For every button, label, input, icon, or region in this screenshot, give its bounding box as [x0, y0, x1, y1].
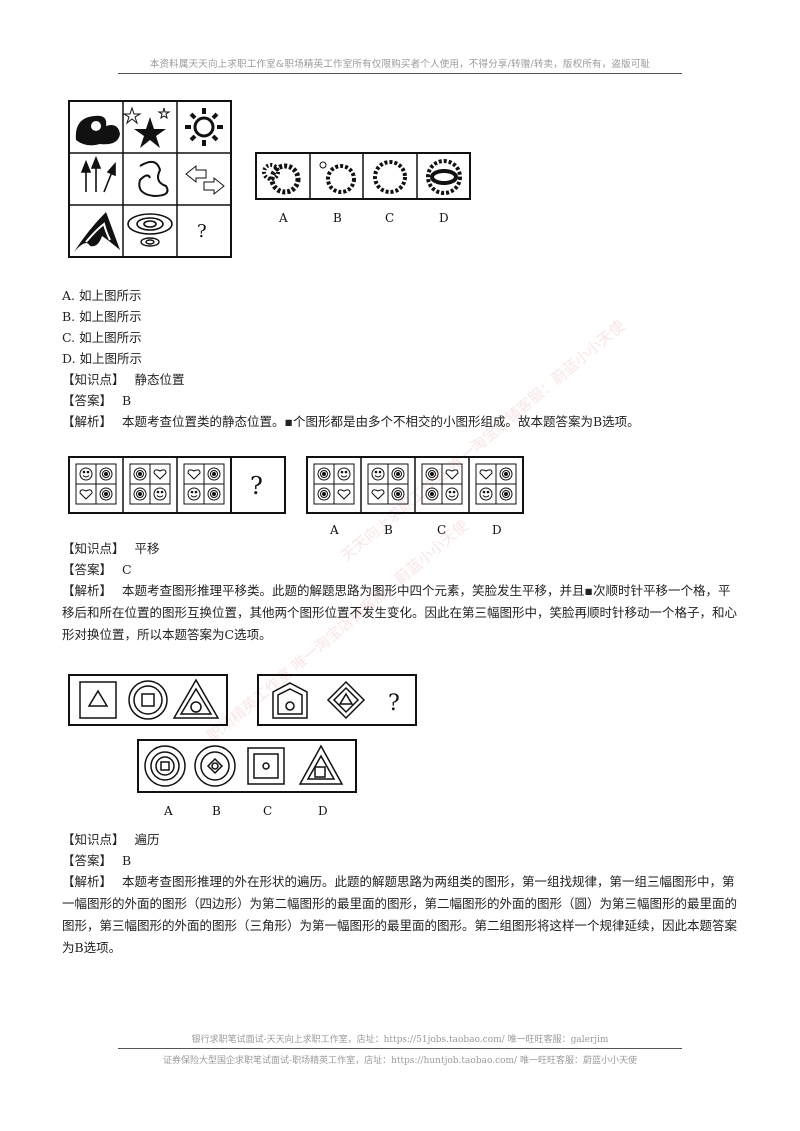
analysis-label: 【解析】 — [62, 874, 113, 889]
q2-question-mark: ? — [250, 472, 263, 500]
q1-question-mark: ? — [197, 221, 207, 242]
q3-letter-b: B — [212, 804, 221, 818]
q3-question-mark: ? — [388, 691, 400, 716]
q1-option-b: B. 如上图所示 — [62, 309, 142, 324]
answer-value: B — [122, 393, 132, 408]
answer-value: C — [122, 562, 132, 577]
kp-value: 遍历 — [134, 832, 160, 847]
q2-answer: 【答案】 C — [62, 559, 132, 580]
q1-letter-b: B — [333, 211, 342, 225]
answer-label: 【答案】 — [62, 393, 113, 408]
q2-letter-d: D — [492, 523, 502, 537]
q1-letter-c: C — [385, 211, 394, 225]
q1-knowledge-point: 【知识点】静态位置 — [62, 369, 185, 390]
q3-answer: 【答案】 B — [62, 850, 131, 871]
q3-letter-c: C — [263, 804, 272, 818]
kp-value: 静态位置 — [134, 372, 185, 387]
q2-analysis: 【解析】本题考查图形推理平移类。此题的解题思路为图形中四个元素，笑脸发生平移，并… — [62, 580, 742, 646]
analysis-text: 本题考查位置类的静态位置。▪个图形都是由多个不相交的小图形组成。故本题答案为B选… — [122, 414, 640, 429]
q1-grid-figure: ? — [68, 100, 232, 258]
q1-option-c: C. 如上图所示 — [62, 330, 142, 345]
q1-option-a: A. 如上图所示 — [62, 288, 142, 303]
q2-letter-b: B — [384, 523, 393, 537]
q1-option-d: D. 如上图所示 — [62, 351, 143, 366]
answer-label: 【答案】 — [62, 562, 113, 577]
q3-figure: ? A B C D — [68, 674, 417, 818]
q3-letter-a: A — [163, 804, 173, 818]
analysis-label: 【解析】 — [62, 414, 113, 429]
q1-letter-a: A — [278, 211, 288, 225]
kp-value: 平移 — [134, 541, 160, 556]
page-header-notice: 本资料属天天向上求职工作室&职场精英工作室所有仅限购买者个人使用，不得分享/转赠… — [118, 56, 682, 74]
q2-letter-a: A — [329, 523, 339, 537]
q3-analysis: 【解析】本题考查图形推理的外在形状的遍历。此题的解题思路为两组类的图形，第一组找… — [62, 871, 742, 959]
kp-label: 【知识点】 — [62, 541, 125, 556]
q1-analysis: 【解析】本题考查位置类的静态位置。▪个图形都是由多个不相交的小图形组成。故本题答… — [62, 411, 640, 432]
q1-letter-d: D — [439, 211, 449, 225]
kp-label: 【知识点】 — [62, 372, 125, 387]
q3-knowledge-point: 【知识点】遍历 — [62, 829, 160, 850]
q1-options-figure — [255, 152, 471, 200]
analysis-text: 本题考查图形推理的外在形状的遍历。此题的解题思路为两组类的图形，第一组找规律，第… — [62, 874, 738, 955]
q1-answer: 【答案】 B — [62, 390, 131, 411]
kp-label: 【知识点】 — [62, 832, 125, 847]
answer-label: 【答案】 — [62, 853, 113, 868]
footer-line-1: 银行求职笔试面试-天天向上求职工作室，店址：https://51jobs.tao… — [118, 1032, 682, 1049]
footer-line-2: 证券保险大型国企求职笔试面试-职场精英工作室，店址：https://huntjo… — [163, 1056, 637, 1066]
q2-figure: ? A B C D — [68, 456, 524, 537]
analysis-label: 【解析】 — [62, 583, 113, 598]
q2-letter-c: C — [437, 523, 446, 537]
q1-option-letters: A B C D — [278, 211, 449, 225]
q2-knowledge-point: 【知识点】平移 — [62, 538, 160, 559]
analysis-text: 本题考查图形推理平移类。此题的解题思路为图形中四个元素，笑脸发生平移，并且▪次顺… — [62, 583, 738, 642]
q3-letter-d: D — [318, 804, 328, 818]
answer-value: B — [122, 853, 132, 868]
